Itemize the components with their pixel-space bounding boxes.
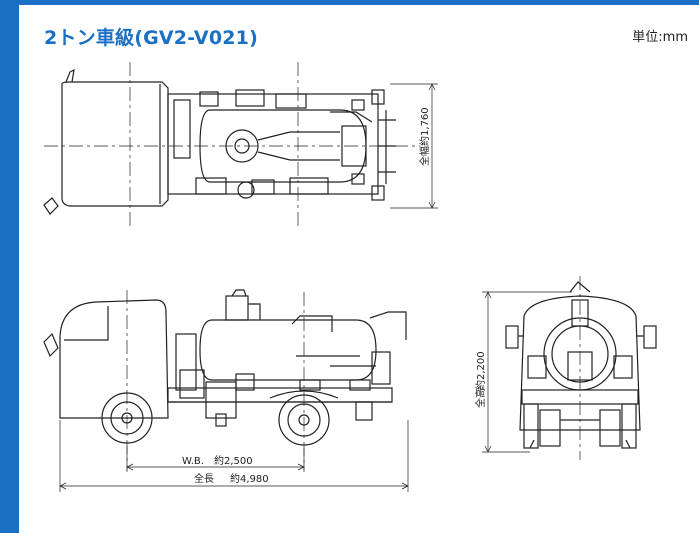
length-dimension-lines (59, 420, 409, 492)
unit-label: 単位:mm (632, 30, 688, 45)
width-label: 全幅 (418, 146, 431, 166)
wheelbase-label: W.B. (182, 456, 204, 467)
top-view-centerlines (44, 62, 420, 230)
top-view (43, 68, 396, 215)
wheelbase-value: 約2,500 (214, 454, 253, 467)
side-view-centerlines (126, 290, 305, 470)
height-value: 約2,200 (474, 351, 487, 390)
left-accent-band (5, 5, 19, 533)
width-value: 約1,760 (418, 107, 431, 146)
height-dimension-lines (482, 291, 572, 453)
page-title: 2トン車級(GV2-V021) (44, 27, 258, 49)
length-value: 約4,980 (230, 472, 269, 485)
side-view (43, 289, 407, 446)
width-dimension-lines (390, 83, 438, 209)
height-label: 全高 (474, 388, 487, 408)
length-label: 全長 (194, 472, 214, 485)
rear-view (505, 281, 657, 449)
